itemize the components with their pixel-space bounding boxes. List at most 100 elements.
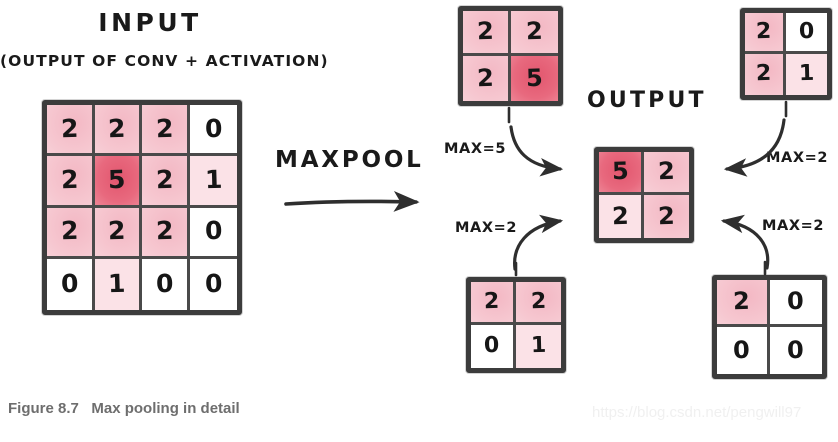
grid-cell: 0 bbox=[770, 327, 823, 374]
figure-caption: Figure 8.7 Max pooling in detail bbox=[8, 400, 240, 417]
grid-cell: 2 bbox=[471, 282, 516, 325]
grid-cell: 1 bbox=[189, 156, 237, 208]
cell-value: 0 bbox=[787, 335, 805, 364]
cell-fill bbox=[510, 11, 558, 53]
cell-value: 0 bbox=[484, 332, 500, 359]
grid-cell: 2 bbox=[94, 207, 142, 259]
cell-fill bbox=[516, 282, 561, 322]
grid-cell: 0 bbox=[190, 259, 238, 310]
cell-fill bbox=[745, 54, 783, 95]
grid-cell: 2 bbox=[142, 105, 190, 157]
cell-fill bbox=[644, 195, 689, 238]
grid-cell: 0 bbox=[189, 105, 237, 157]
cell-value: 0 bbox=[798, 18, 815, 44]
cell-fill bbox=[510, 56, 558, 101]
cell-value: 0 bbox=[60, 268, 79, 299]
grid-cell: 1 bbox=[94, 258, 142, 310]
cell-fill bbox=[463, 56, 508, 101]
cell-value: 2 bbox=[657, 201, 676, 230]
grid-cell: 2 bbox=[142, 156, 190, 208]
grid-cell: 5 bbox=[599, 152, 644, 195]
cell-value: 5 bbox=[107, 164, 126, 195]
max-label-bottom-left: MAX=2 bbox=[455, 220, 518, 236]
cell-fill bbox=[471, 282, 513, 322]
cell-fill bbox=[786, 54, 827, 95]
grid-cell: 2 bbox=[47, 207, 95, 259]
cell-fill bbox=[47, 207, 92, 256]
grid-cell: 0 bbox=[717, 327, 770, 374]
cell-value: 5 bbox=[525, 63, 543, 92]
grid-cell: 2 bbox=[644, 195, 689, 238]
grid-cell: 2 bbox=[745, 54, 786, 95]
grid-cell: 0 bbox=[47, 258, 95, 310]
cell-fill bbox=[717, 280, 767, 324]
cell-value: 5 bbox=[611, 156, 629, 186]
cell-value: 2 bbox=[611, 201, 629, 230]
cell-fill bbox=[142, 156, 187, 205]
grid-cell: 0 bbox=[769, 280, 822, 327]
cell-value: 1 bbox=[204, 164, 223, 195]
grid-cell: 2 bbox=[510, 11, 558, 56]
grid-cell: 2 bbox=[47, 156, 95, 208]
grid-cell: 5 bbox=[94, 156, 142, 208]
grid-cell: 2 bbox=[463, 11, 511, 56]
cell-fill bbox=[94, 105, 140, 154]
grid-cell: 2 bbox=[142, 207, 190, 259]
grid-cell: 2 bbox=[717, 280, 770, 327]
grid-cell: 2 bbox=[599, 195, 644, 238]
cell-value: 2 bbox=[530, 288, 547, 314]
grid-cell: 2 bbox=[516, 282, 561, 325]
cell-fill bbox=[47, 105, 92, 154]
grid-cell: 1 bbox=[516, 325, 561, 368]
cell-fill bbox=[745, 13, 783, 51]
cell-fill bbox=[94, 207, 140, 256]
grid-cell: 0 bbox=[189, 208, 237, 259]
cell-fill bbox=[47, 156, 92, 205]
cell-value: 1 bbox=[530, 332, 547, 359]
cell-value: 2 bbox=[756, 60, 772, 87]
cell-value: 2 bbox=[657, 156, 676, 186]
cell-value: 2 bbox=[155, 215, 174, 246]
cell-value: 1 bbox=[798, 60, 815, 87]
cell-fill bbox=[516, 325, 561, 368]
cell-value: 2 bbox=[155, 164, 174, 195]
cell-value: 2 bbox=[525, 16, 543, 46]
cell-value: 0 bbox=[204, 268, 223, 299]
grid-cell: 5 bbox=[510, 56, 558, 101]
grid-cell: 1 bbox=[786, 54, 827, 95]
arrow-top-left-to-output bbox=[507, 106, 564, 177]
patch-grid-bottom-left: 2 2 0 1 bbox=[466, 277, 566, 373]
cell-fill bbox=[94, 258, 140, 310]
right-arrow-icon bbox=[284, 191, 420, 212]
cell-fill bbox=[142, 207, 187, 256]
maxpool-label: MAXPOOL bbox=[275, 147, 424, 173]
cell-value: 0 bbox=[204, 215, 223, 246]
cell-fill bbox=[599, 195, 641, 238]
cell-fill bbox=[599, 152, 641, 192]
cell-value: 2 bbox=[60, 164, 79, 195]
output-title: OUTPUT bbox=[587, 88, 707, 113]
watermark-text: https://blog.csdn.net/pengwill97 bbox=[592, 404, 802, 421]
grid-cell: 0 bbox=[142, 258, 190, 310]
cell-value: 2 bbox=[155, 113, 174, 143]
grid-cell: 2 bbox=[644, 152, 689, 195]
figure-caption-text: Max pooling in detail bbox=[91, 400, 240, 417]
grid-cell: 2 bbox=[94, 105, 142, 157]
cell-value: 0 bbox=[733, 335, 751, 364]
grid-cell: 2 bbox=[745, 13, 786, 54]
cell-fill bbox=[644, 152, 689, 192]
max-label-top-left: MAX=5 bbox=[444, 141, 507, 157]
cell-value: 2 bbox=[484, 288, 500, 314]
cell-value: 2 bbox=[107, 215, 126, 246]
max-label-bottom-right: MAX=2 bbox=[762, 218, 825, 234]
grid-cell: 2 bbox=[47, 105, 95, 157]
arrow-bottom-left-to-output bbox=[513, 214, 564, 277]
cell-value: 0 bbox=[204, 113, 223, 143]
cell-fill bbox=[142, 105, 187, 154]
input-subtitle: (OUTPUT OF CONV + ACTIVATION) bbox=[0, 52, 329, 70]
